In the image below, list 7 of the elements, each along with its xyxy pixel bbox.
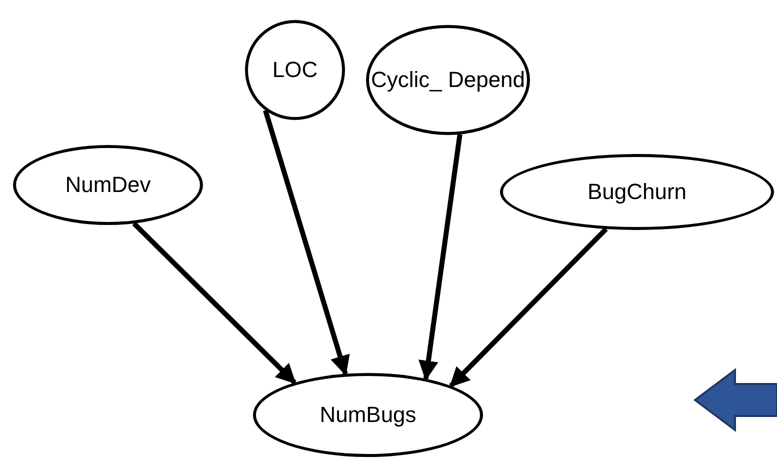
node-label: BugChurn: [587, 178, 687, 206]
node-label: Cyclic_ Depend: [370, 66, 526, 94]
node-label: LOC: [272, 56, 318, 84]
arrow: [418, 134, 462, 381]
node-label: NumBugs: [320, 402, 416, 428]
arrow: [263, 110, 350, 376]
node-label: NumDev: [65, 172, 151, 198]
